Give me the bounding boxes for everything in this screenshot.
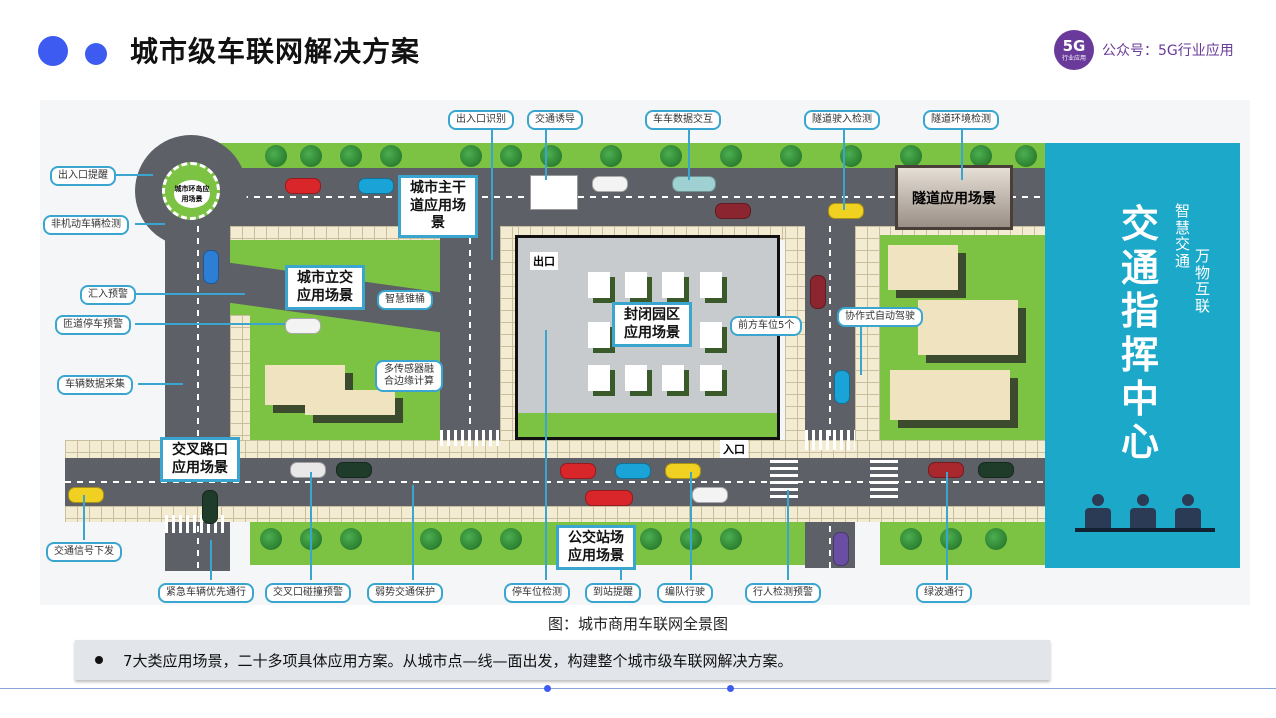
label-traffic-guidance: 交通诱导 [527,110,583,130]
scene-intersection: 交叉路口应用场景 [160,437,240,482]
label-ramp-parking-warning: 匝道停车预警 [55,315,131,335]
label-platooning: 编队行驶 [657,583,713,603]
decor-dot-large [38,36,68,66]
scene-park: 封闭园区应用场景 [612,302,692,347]
label-pedestrian-warning: 行人检测预警 [745,583,821,603]
entrance-sign: 入口 [720,440,748,458]
label-v2v-data: 车车数据交互 [645,110,721,130]
scene-arterial: 城市主干道应用场景 [398,175,478,238]
label-parking-detection: 停车位检测 [504,583,570,603]
summary-bullet: 7大类应用场景，二十多项具体应用方案。从城市点—线—面出发，构建整个城市级车联网… [75,640,1050,680]
label-non-motor-detection: 非机动车辆检测 [43,215,129,235]
label-vehicle-data-collection: 车辆数据采集 [57,375,133,395]
scene-roundabout: 城市环岛应用场景 [174,180,210,208]
label-sensor-fusion-edge: 多传感器融合边缘计算 [375,360,443,392]
footer-line [0,688,1276,689]
exit-sign: 出口 [530,252,558,270]
label-entry-recognition: 出入口识别 [448,110,514,130]
label-vulnerable-protection: 弱势交通保护 [367,583,443,603]
footer-dot [544,685,551,692]
label-entry-exit-reminder: 出入口提醒 [50,166,116,186]
label-signal-dispatch: 交通信号下发 [46,542,122,562]
scene-interchange: 城市立交应用场景 [285,265,365,310]
decor-dot-small [85,43,107,65]
city-v2x-map: 城市环岛应用场景 出口 入口 隧道 [40,100,1250,605]
label-merge-warning: 汇入预警 [80,285,136,305]
summary-text: 7大类应用场景，二十多项具体应用方案。从城市点—线—面出发，构建整个城市级车联网… [123,651,793,670]
traffic-guidance-board [530,175,578,210]
slogan-iot: 万物互联 [1195,247,1211,315]
command-center-title: 交通指挥中心 [1120,202,1159,465]
scene-bus-station: 公交站场应用场景 [556,525,636,570]
label-tunnel-env: 隧道环境检测 [923,110,999,130]
label-green-wave: 绿波通行 [916,583,972,603]
figure-caption: 图：城市商用车联网全景图 [547,615,728,633]
traffic-command-center: 交通指挥中心 智慧交通 万物互联 [1045,143,1240,568]
officer-icon [1173,494,1203,528]
page-title: 城市级车联网解决方案 [130,35,421,68]
slogan-smart-traffic: 智慧交通 [1175,202,1191,270]
bullet-icon [95,656,103,664]
label-smart-cone: 智慧锥桶 [377,290,433,310]
label-tunnel-entry: 隧道驶入检测 [804,110,880,130]
command-desk [1075,528,1215,532]
footer-dot [727,685,734,692]
label-intersection-collision: 交叉口碰撞预警 [265,583,351,603]
officer-icon [1083,494,1113,528]
label-spaces-ahead: 前方车位5个 [730,316,803,336]
brand-text: 公众号：5G行业应用 [1102,43,1234,59]
label-arrival-reminder: 到站提醒 [585,583,641,603]
label-emergency-priority: 紧急车辆优先通行 [158,583,254,603]
tunnel: 隧道应用场景 [895,165,1013,230]
label-cooperative-driving: 协作式自动驾驶 [837,307,923,327]
officer-icon [1128,494,1158,528]
